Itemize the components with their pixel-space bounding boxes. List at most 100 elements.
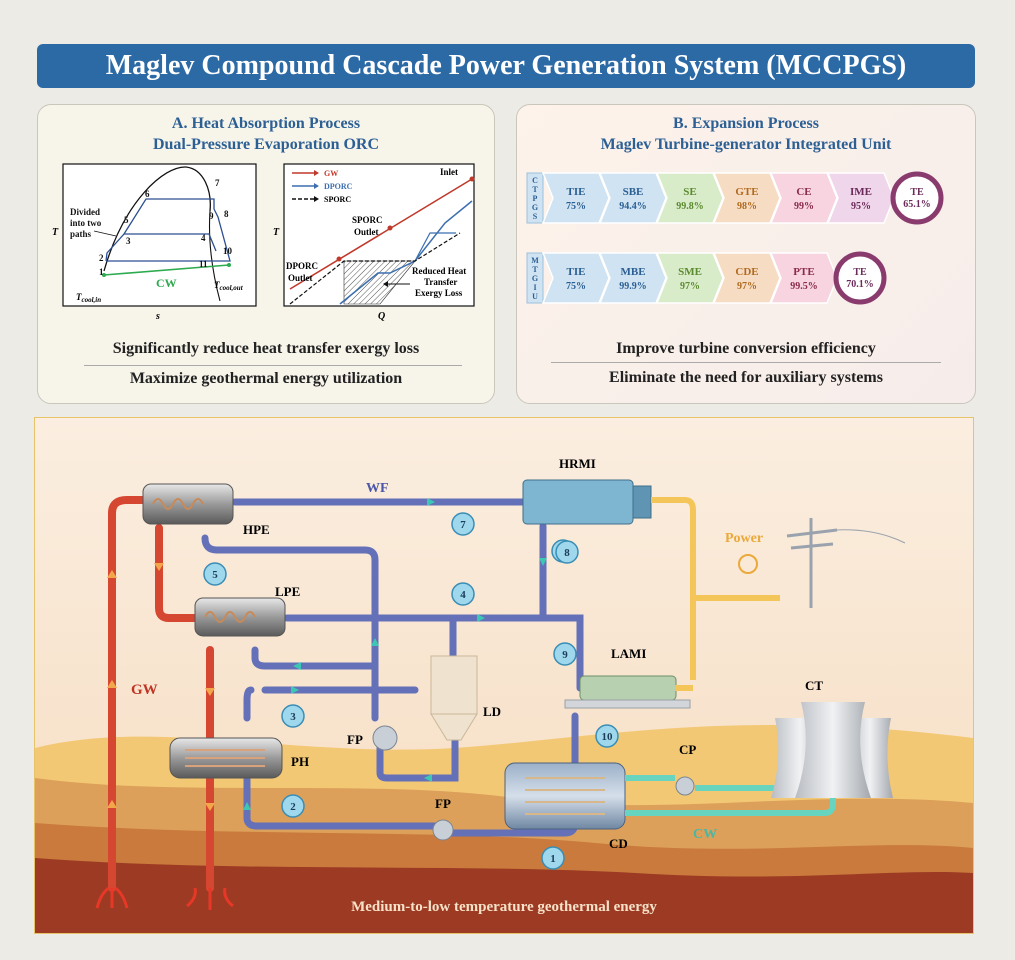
mtgiu-stage-name: TIE [567,266,586,278]
ctpgs-stage-chevron [598,172,667,224]
ctpgs-stage-value: 99% [794,201,814,212]
node-marker-label: 8 [564,547,570,559]
cw-start-dot [102,273,106,277]
mtgiu-stage-value: 75% [566,281,586,292]
hrmi-turbine [522,479,652,525]
cw-line [103,264,230,276]
wf-flow-arrow-8 [371,638,379,646]
node-marker-label: 5 [212,569,218,581]
dporc-line [339,200,473,305]
tq-inlet: Inlet [440,167,458,177]
panel-a-divider [84,365,462,366]
wf-flow-arrow-5 [243,802,251,810]
panel-a-heading-1: A. Heat Absorption Process [171,115,361,132]
gw-sporc-dot [336,256,342,262]
sporc-outlet-1: SPORC [352,215,383,225]
dporc-outlet-2: Outlet [288,273,313,283]
ctpgs-stage-value: 95% [851,201,871,212]
sporc-line [289,232,461,305]
power-line [651,497,780,680]
mtgiu-label-letter: M [531,256,539,265]
ph-exchanger [169,737,283,779]
cd-label: CD [609,836,628,851]
node-marker [281,794,305,818]
dporc-line-branch [414,232,456,262]
mtgiu-label-box [526,252,544,304]
ctpgs-stage-chevron [541,172,610,224]
tq-y-axis: T [273,227,280,238]
wf-pipe-5 [201,534,379,722]
utility-pole-icon [786,518,906,608]
wf-flow-arrow-2 [477,614,485,622]
node-marker [281,704,305,728]
mtgiu-stage-value: 97% [737,281,757,292]
wf-flow-arrow-7 [424,774,432,782]
ground-caption: Medium-to-low temperature geothermal ene… [351,899,657,915]
wf-pipe-4 [283,614,584,692]
gw-mid-dot [387,225,393,231]
node-marker-label: 4 [460,589,466,601]
mtgiu-stage-name: SME [678,266,702,278]
wf-flow-arrow-3 [293,662,301,670]
ts-point-4: 4 [201,233,206,243]
ts-point-7: 7 [215,178,220,188]
reduced-loss-3: Exergy Loss [415,288,463,298]
lami-label: LAMI [611,646,646,661]
heat-out-arrow-3 [223,887,234,908]
lami-turbine [564,675,691,709]
ctpgs-label-box [526,172,544,224]
ctpgs-stage-name: GTE [735,186,758,198]
gw-arrow-3 [107,800,117,808]
node-marker [555,540,579,564]
hpe-exchanger [142,483,234,525]
ctpgs-label-letter: G [532,203,538,212]
ctpgs-label-letter: S [533,212,538,221]
mtgiu-stage-value: 97% [680,281,700,292]
legend-dporc: DPORC [324,182,353,191]
panel-a-footer-1: Significantly reduce heat transfer exerg… [112,340,420,357]
dporc-outlet-1: DPORC [286,261,318,271]
reduced-loss-2: Transfer [424,277,457,287]
cp-pump [675,776,695,796]
legend-sporc: SPORC [324,195,351,204]
node-marker [203,562,227,586]
mtgiu-stage-name: CDE [735,266,758,278]
panel-heat-absorption: A. Heat Absorption Process Dual-Pressure… [37,104,495,404]
saturation-dome-vapor [208,210,221,302]
ts-point-8: 8 [224,209,229,219]
ts-y-axis: T [52,227,59,238]
ctpgs-te-value: 65.1% [903,199,931,210]
bulb-icon [738,554,758,574]
gw-arrow-6 [205,803,215,811]
earth-layer-4 [35,858,973,933]
heat-out-arrow-1 [186,887,197,908]
efficiency-chains: CTPGSTIE75%SBE94.4%SE99.8%GTE98%CE99%IME… [526,171,944,305]
heat-in-arrow-1 [95,886,110,909]
ctpgs-stage-chevron [655,172,724,224]
gw-inlet-dot [469,176,475,182]
ts-annotation-3: paths [70,229,92,239]
cycle-path-high [105,198,231,262]
power-label: Power [725,531,763,546]
ts-point-10: 10 [223,246,233,256]
t-cool-in: Tcool,in [76,292,101,304]
fp1-label: FP [347,732,363,747]
panel-expansion: B. Expansion Process Maglev Turbine-gene… [516,104,976,404]
mtgiu-te-badge [833,251,887,305]
ts-point-11: 11 [199,259,208,269]
reduced-loss-arrow [383,281,388,287]
gw-arrow-5 [205,688,215,696]
ts-annotation-pointer [93,230,117,237]
mtgiu-stage-name: PTE [793,266,814,278]
cp-label: CP [679,742,696,757]
ctpgs-stage-chevron [769,172,838,224]
mtgiu-te-value: 70.1% [846,279,874,290]
fp1-pump [372,725,398,751]
gw-line [289,178,473,290]
wf-flow-arrow-6 [539,558,547,566]
panel-a-footer-2: Maximize geothermal energy utilization [129,370,403,387]
reduced-loss-1: Reduced Heat [412,266,466,276]
legend-sporc-arrow [314,196,319,202]
ctpgs-stage-name: SBE [623,186,644,198]
node-marker [451,512,475,536]
